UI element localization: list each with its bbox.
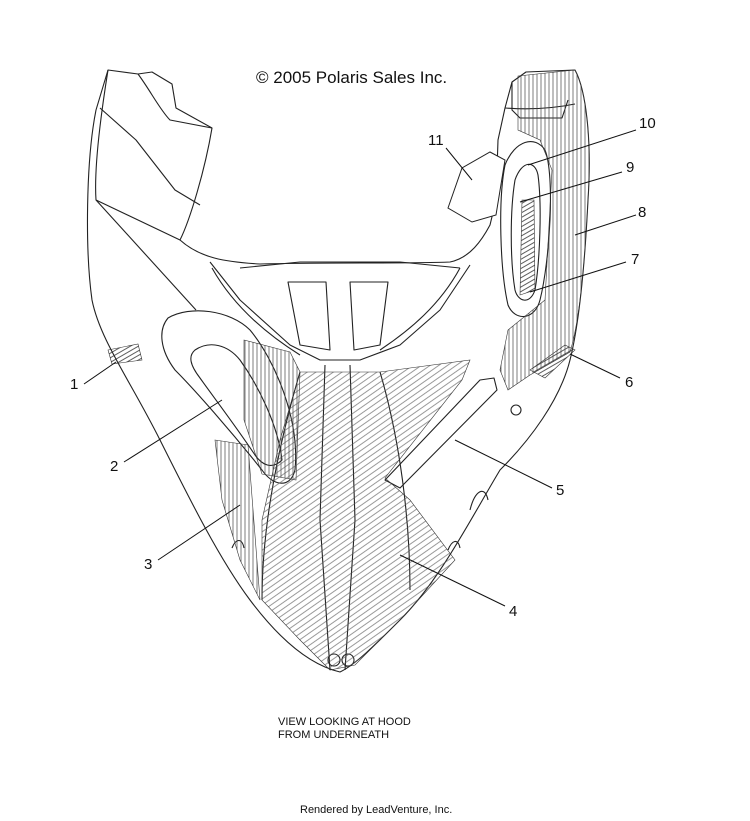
callout-6: 6: [625, 374, 634, 391]
hood-opening: [209, 261, 471, 361]
leader-7: [529, 261, 627, 293]
callout-2: 2: [110, 458, 119, 475]
view-caption-line2: FROM UNDERNEATH: [278, 729, 390, 741]
leader-1: [83, 361, 117, 385]
view-caption-line1: VIEW LOOKING AT HOOD: [278, 716, 411, 728]
leader-6: [569, 353, 621, 379]
decal-item6: [529, 344, 576, 379]
callout-9: 9: [626, 159, 635, 176]
callout-11: 11: [428, 132, 444, 149]
callout-8: 8: [638, 204, 647, 221]
leader-3: [157, 504, 241, 561]
decal-right-intake: [519, 199, 536, 296]
decal-left-lower: [214, 439, 261, 601]
leader-10: [527, 129, 637, 166]
callout-1: 1: [70, 376, 79, 393]
callout-10: 10: [639, 115, 656, 132]
callout-3: 3: [144, 556, 153, 573]
decal-item1: [107, 343, 143, 365]
callout-5: 5: [556, 482, 565, 499]
copyright-text: © 2005 Polaris Sales Inc.: [256, 68, 448, 87]
callout-7: 7: [631, 251, 640, 268]
leader-4: [399, 554, 506, 607]
decal-center: [261, 359, 471, 671]
leader-9: [519, 171, 623, 203]
hood-outline: [86, 69, 590, 673]
callout-4: 4: [509, 603, 518, 620]
rendered-by-text: Rendered by LeadVenture, Inc.: [300, 804, 453, 816]
leader-2: [123, 399, 223, 463]
leader-5: [454, 439, 553, 489]
leader-11: [445, 147, 473, 181]
decal-right-side: [499, 69, 590, 391]
decal-item11: [447, 151, 506, 223]
leader-8: [574, 214, 637, 236]
view-caption: VIEW LOOKING AT HOOD FROM UNDERNEATH: [278, 716, 411, 742]
